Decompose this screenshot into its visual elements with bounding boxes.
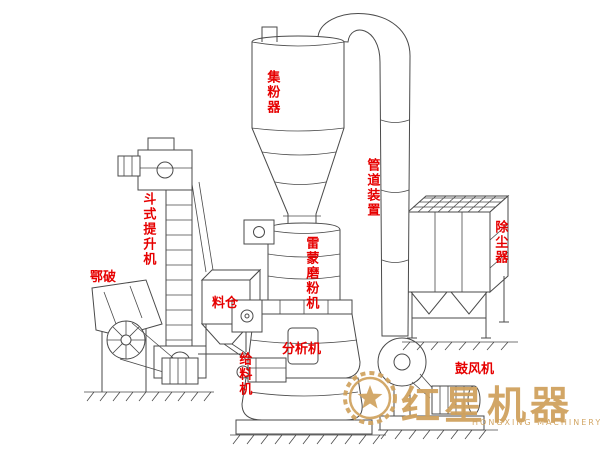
label-dust-collector: 除尘器 <box>492 220 508 265</box>
feeder-drawing <box>236 357 287 383</box>
foundation-hatching <box>84 341 518 445</box>
cyclone-collector-drawing <box>251 26 345 231</box>
watermark-logo-icon <box>343 371 397 425</box>
label-blower: 鼓风机 <box>455 362 495 377</box>
label-bucket-elevator: 斗式提升机 <box>140 192 156 267</box>
label-raymond-mill: 雷蒙磨粉机 <box>303 236 319 311</box>
raymond-mill-drawing <box>231 219 373 435</box>
dust-collector-drawing <box>406 194 510 339</box>
label-hopper: 料仓 <box>212 296 239 311</box>
label-analyzer: 分析机 <box>282 342 322 357</box>
label-jaw-crusher: 鄂破 <box>90 270 117 285</box>
label-powder-collector: 集粉器 <box>264 70 280 115</box>
label-feeder: 给料机 <box>236 352 252 397</box>
jaw-crusher-drawing <box>91 279 199 392</box>
watermark-subtext: HONGXING MACHINERY <box>472 418 600 427</box>
pipeline-drawing <box>317 13 411 337</box>
label-pipeline-device: 管道装置 <box>364 158 380 218</box>
watermark-brand-text: 红星机器 <box>401 384 574 429</box>
